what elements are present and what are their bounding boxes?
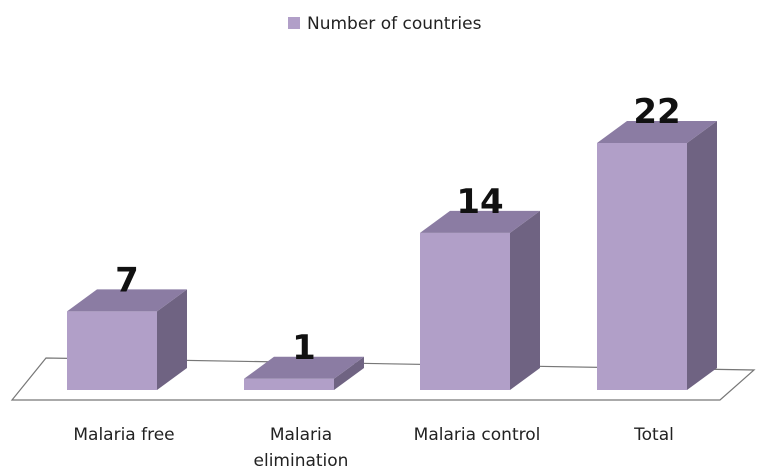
bar-front-4 [597, 143, 687, 390]
value-labels: 7 1 14 22 [115, 92, 681, 368]
bar-top-2 [244, 356, 364, 379]
value-label-4: 22 [633, 92, 680, 132]
bar-4 [597, 121, 717, 390]
category-label-4: Total [633, 425, 674, 445]
bar-3 [420, 210, 540, 390]
bar-1 [67, 289, 187, 390]
category-label-line: Malaria free [73, 425, 174, 445]
category-label-line: Malaria [270, 425, 332, 445]
category-label-line: Malaria control [414, 425, 541, 445]
bar-side-4 [687, 121, 717, 390]
legend-swatch [288, 17, 300, 29]
bar-front-1 [67, 311, 157, 390]
category-labels: Malaria free Malaria elimination Malaria co… [73, 425, 673, 469]
bar-2 [244, 356, 364, 390]
legend: Number of countries [288, 14, 482, 34]
bar-top-1 [67, 289, 187, 312]
legend-label: Number of countries [307, 14, 482, 34]
category-label-line: Total [633, 425, 674, 445]
bar-side-1 [157, 289, 187, 390]
value-label-3: 14 [456, 182, 503, 222]
bar-side-3 [510, 210, 540, 390]
value-label-2: 1 [292, 328, 316, 368]
bar-front-2 [244, 378, 334, 390]
category-label-1: Malaria free [73, 425, 174, 445]
chart-floor-outline [10, 357, 756, 401]
bar-front-3 [420, 232, 510, 390]
bar-top-3 [420, 210, 540, 233]
category-label-line: elimination [254, 451, 349, 469]
category-label-2: Malaria elimination [254, 425, 349, 469]
value-label-1: 7 [115, 260, 139, 300]
bars [67, 121, 717, 390]
bar-side-2 [334, 356, 364, 390]
category-label-3: Malaria control [414, 425, 541, 445]
bar-top-4 [597, 121, 717, 143]
chart-floor [10, 357, 756, 401]
